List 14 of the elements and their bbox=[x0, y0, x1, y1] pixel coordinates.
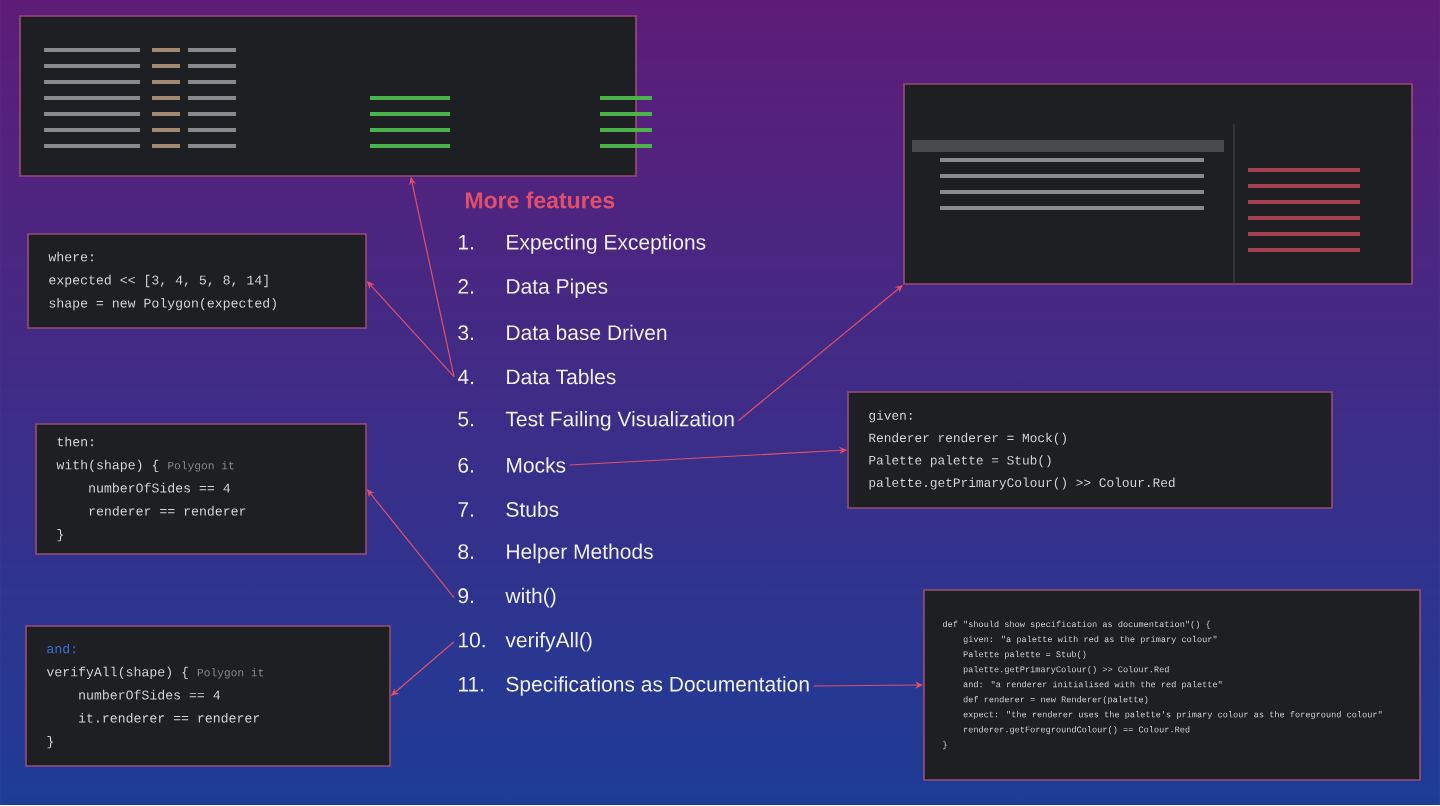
list-item: 5. Test Failing Visualization bbox=[458, 411, 734, 431]
screenshot-drawing bbox=[19, 15, 652, 177]
list-item: 6. Mocks bbox=[458, 457, 566, 473]
list-item: 4. Data Tables bbox=[457, 368, 616, 385]
list-item: 11. Specifications as Documentation bbox=[459, 676, 809, 696]
list-item: 9. with() bbox=[458, 587, 556, 608]
list-item: 7. Stubs bbox=[458, 501, 559, 517]
screenshot-drawing bbox=[903, 83, 1413, 285]
list-item: 3. Data base Driven bbox=[458, 324, 667, 341]
list-item: 8. Helper Methods bbox=[458, 543, 653, 564]
list-item: 1. Expecting Exceptions bbox=[459, 234, 706, 254]
heading: More features bbox=[465, 191, 615, 209]
list-item: 10. verifyAll() bbox=[459, 632, 592, 652]
list-item: 2. Data Pipes bbox=[458, 278, 608, 298]
